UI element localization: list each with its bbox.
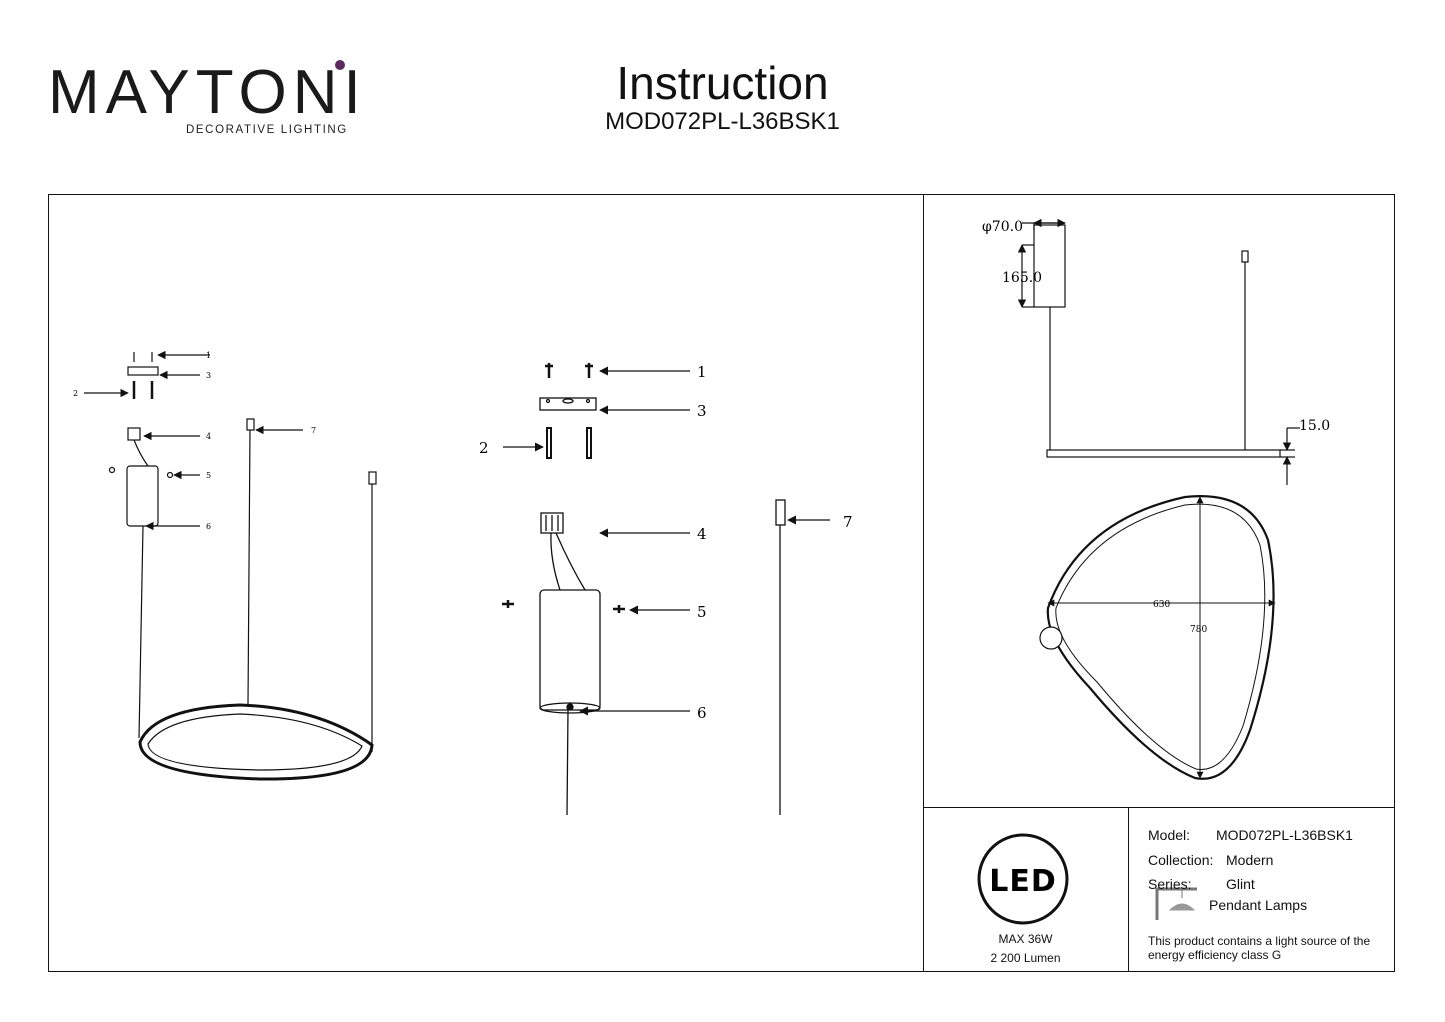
parts-view (502, 363, 830, 816)
spec-series-label: Series: (1148, 876, 1192, 892)
part-callout-3: 3 (697, 402, 707, 420)
callout-5: 5 (206, 471, 211, 480)
led-lumen: 2 200 Lumen (990, 951, 1061, 965)
frame-divider-horizontal (923, 807, 1395, 808)
document-model: MOD072PL-L36BSK1 (605, 108, 840, 135)
spec-series-value: Glint (1226, 876, 1255, 892)
spec-model-label: Model: (1148, 827, 1191, 843)
side-view-dimensions: φ70.0 165.0 15.0 (982, 219, 1330, 434)
callout-1: 1 (206, 351, 211, 360)
part-callout-4: 4 (697, 525, 707, 543)
callout-3: 3 (206, 371, 211, 380)
drawing-frame (48, 194, 1395, 972)
callout-6: 6 (206, 522, 211, 531)
spec-collection-label: Collection: (1148, 852, 1214, 868)
top-view-dimensions: 630 780 (1153, 600, 1207, 635)
led-badge-text: LED (989, 864, 1057, 899)
pendant-lamp-icon (1155, 887, 1197, 920)
assembled-view-callouts: 1 3 2 4 7 5 6 (73, 351, 316, 531)
part-callout-2: 2 (479, 439, 489, 457)
frame-divider-vertical (923, 194, 924, 972)
led-badge: LED (977, 833, 1069, 925)
energy-note-line-1: This product contains a light source of … (1148, 934, 1371, 948)
spec-divider (1128, 807, 1129, 972)
dimension-diameter: φ70.0 (982, 219, 1023, 235)
part-callout-5: 5 (697, 603, 707, 621)
part-callout-7: 7 (843, 513, 853, 531)
spec-model-value: MOD072PL-L36BSK1 (1216, 827, 1353, 843)
brand-logo-dot (335, 60, 345, 70)
callout-7: 7 (311, 426, 316, 435)
spec-type-value: Pendant Lamps (1209, 897, 1308, 913)
dimension-height: 165.0 (1002, 270, 1042, 286)
callout-2: 2 (73, 389, 78, 398)
top-view (1039, 495, 1276, 780)
part-callout-6: 6 (697, 704, 707, 722)
dimension-thickness: 15.0 (1299, 418, 1330, 434)
parts-view-callouts: 1 3 2 4 7 5 6 (479, 363, 853, 722)
assembled-view (84, 350, 377, 781)
energy-note-line-2: energy efficiency class G (1148, 948, 1282, 962)
part-callout-1: 1 (697, 363, 707, 381)
dimension-width: 630 (1153, 600, 1170, 610)
brand-tagline: DECORATIVE LIGHTING (186, 124, 348, 136)
side-view (1017, 218, 1300, 485)
document-title: Instruction (616, 57, 829, 109)
brand-logo: MAYTONI (48, 60, 367, 124)
led-power: MAX 36W (998, 932, 1053, 946)
spec-collection-value: Modern (1226, 852, 1274, 868)
brand-name: MAYTONI (48, 58, 367, 127)
callout-4: 4 (206, 432, 211, 441)
dimension-length: 780 (1190, 625, 1207, 635)
